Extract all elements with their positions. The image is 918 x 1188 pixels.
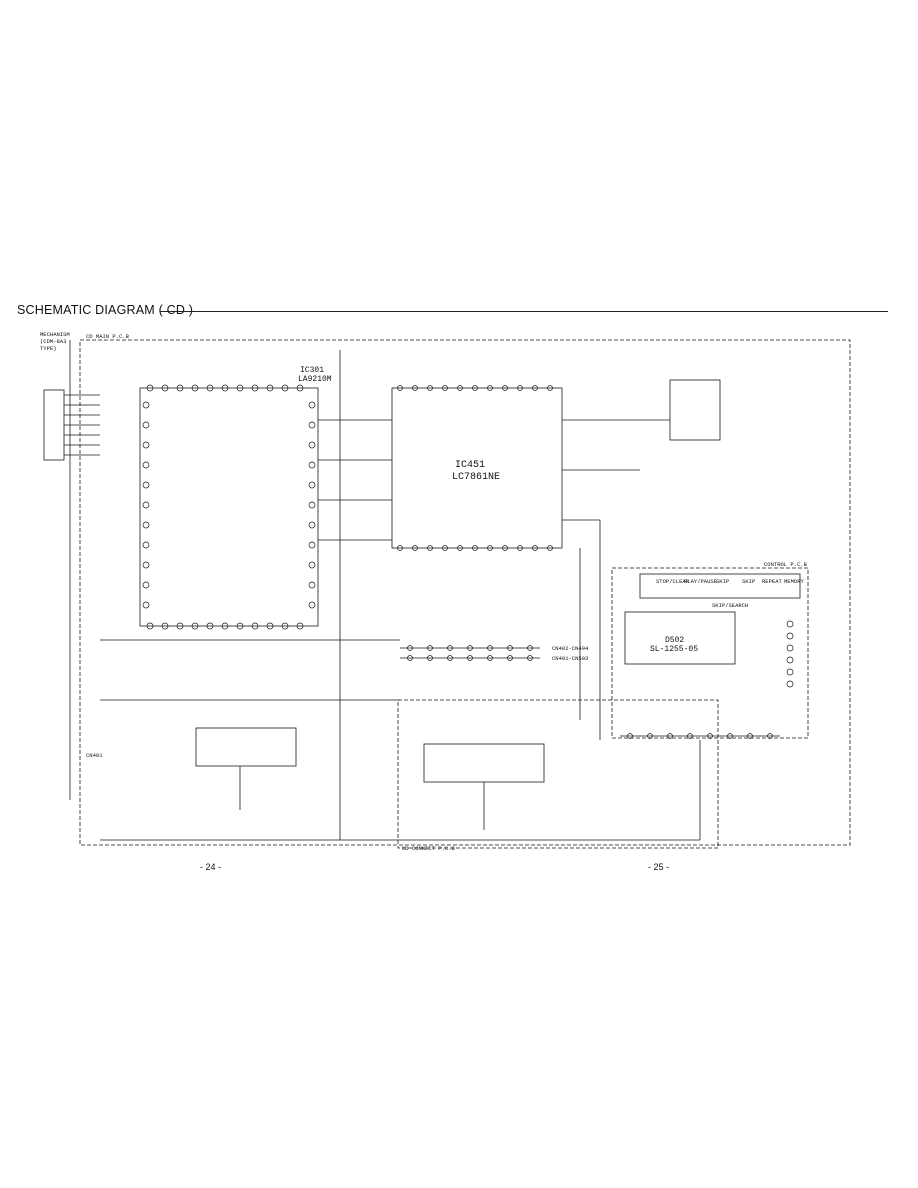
page-number-left: - 24 - xyxy=(200,862,222,872)
key-label: REPEAT xyxy=(762,578,782,585)
connector-lower-left xyxy=(195,727,297,767)
cn401-label: CN401-CN503 xyxy=(552,655,589,662)
ic301-body xyxy=(139,387,319,627)
connector-lower-mid xyxy=(423,743,545,783)
cd-main-board-outline xyxy=(79,339,851,846)
page-number-right: - 25 - xyxy=(648,862,670,872)
pickup-connector xyxy=(43,389,65,461)
ic301-ref: IC301 xyxy=(300,366,325,375)
ic-top-right xyxy=(669,379,721,441)
key-label: SKIP xyxy=(716,578,730,585)
cn401-left-label: CN401 xyxy=(86,752,103,759)
cd-connect-board-outline xyxy=(397,699,719,849)
d502-part: SL-1255-05 xyxy=(650,645,699,654)
key-strip xyxy=(639,573,801,599)
key-label: SKIP xyxy=(742,578,756,585)
cd-main-board-label: CD MAIN P.C.B xyxy=(86,333,129,340)
key-label: STOP/CLEAR xyxy=(656,578,690,585)
skip-search-label: SKIP/SEARCH xyxy=(712,602,749,609)
control-board-outline xyxy=(611,567,809,739)
pickup-label: MECHANISM (CDM-8A3 TYPE) xyxy=(40,331,70,352)
ic301-part: LA9210M xyxy=(298,375,332,384)
cn402-label: CN402-CN404 xyxy=(552,645,589,652)
ic451-ref: IC451 xyxy=(455,460,486,471)
cd-connect-board-label: CD CONNECT P.C.B xyxy=(402,845,455,852)
key-label: MEMORY xyxy=(784,578,804,585)
ic451-part: LC7861NE xyxy=(452,472,501,483)
control-board-label: CONTROL P.C.B xyxy=(764,561,807,568)
d502-ref: D502 xyxy=(665,636,685,645)
ic451-body xyxy=(391,387,563,549)
page-title: SCHEMATIC DIAGRAM ( CD ) xyxy=(17,303,198,317)
d502-body xyxy=(624,611,736,665)
title-rule xyxy=(160,311,888,312)
key-label: PLAY/PAUSE xyxy=(684,578,718,585)
